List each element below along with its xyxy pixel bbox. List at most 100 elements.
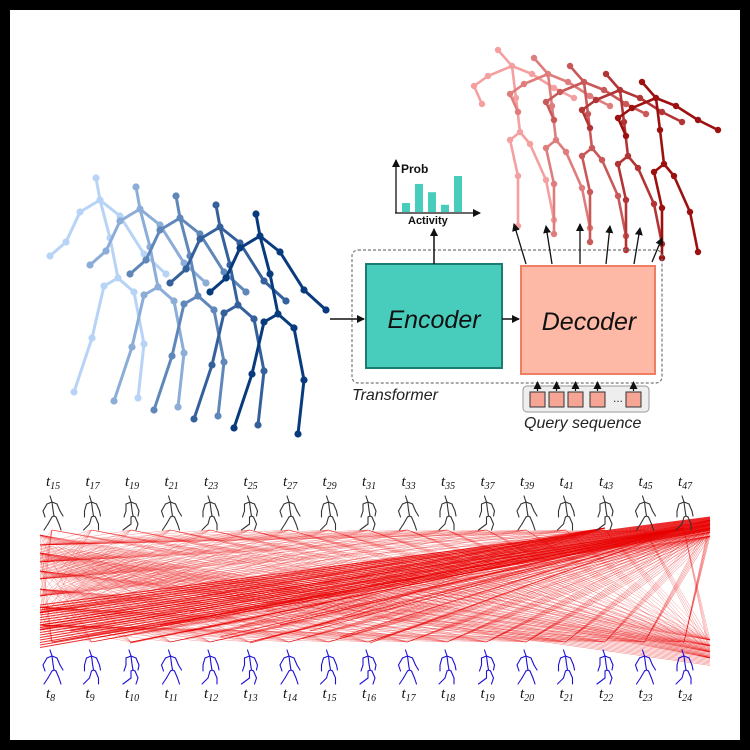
histogram-bar-4: [441, 204, 449, 212]
top-time-label-2: t17: [86, 474, 101, 492]
top-time-label-11: t35: [441, 474, 455, 492]
top-pose-14: [556, 495, 576, 531]
bottom-time-label-8: t15: [323, 686, 337, 704]
bottom-time-label-2: t9: [86, 686, 95, 704]
input-pose-1: [46, 174, 170, 402]
decoder-output-arrow-5: [633, 227, 643, 265]
bottom-pose-2: [82, 649, 102, 685]
query-ellipsis: ...: [613, 391, 623, 405]
top-pose-16: [634, 495, 657, 531]
output-pose-2: [506, 54, 614, 238]
top-pose-2: [82, 495, 102, 531]
top-pose-12: [477, 495, 496, 531]
top-time-labels: t15 t17 t19 t21 t23 t25 t27 t29 t31 t33 t35 t37 t39 t…: [46, 474, 693, 492]
prob-label: Prob: [401, 162, 428, 176]
observed-pose-row: [42, 649, 694, 685]
activity-histogram: Prob Activity: [392, 159, 481, 227]
bottom-pose-9: [359, 649, 377, 685]
top-time-label-10: t33: [402, 474, 416, 492]
top-time-label-15: t43: [599, 474, 613, 492]
input-pose-3: [126, 192, 250, 420]
input-pose-sequence: [46, 174, 330, 438]
histogram-bar-2: [415, 183, 423, 212]
top-time-label-5: t23: [204, 474, 218, 492]
top-time-label-8: t29: [323, 474, 337, 492]
bottom-pose-17: [675, 649, 694, 685]
bottom-pose-12: [477, 649, 496, 685]
bottom-pose-14: [556, 649, 576, 685]
output-pose-3: [542, 62, 650, 246]
top-time-label-7: t27: [283, 474, 298, 492]
bottom-pose-3: [122, 649, 140, 685]
bottom-time-label-4: t11: [165, 686, 178, 704]
output-pose-4: [578, 70, 686, 254]
output-pose-5: [614, 78, 722, 262]
decoder-output-arrow-6: [651, 237, 663, 263]
query-box-3: [567, 391, 584, 408]
transformer-container: [351, 249, 663, 384]
bottom-time-label-9: t16: [362, 686, 376, 704]
bottom-time-label-15: t22: [599, 686, 613, 704]
query-box-4: [589, 391, 606, 408]
bottom-time-label-10: t17: [402, 686, 417, 704]
top-pose-13: [516, 495, 538, 531]
top-pose-15: [596, 495, 614, 531]
predicted-pose-row: [42, 495, 694, 531]
bottom-time-label-5: t12: [204, 686, 218, 704]
bottom-pose-5: [201, 649, 220, 685]
bottom-pose-4: [160, 649, 183, 685]
activity-label: Activity: [408, 215, 449, 227]
top-pose-8: [319, 495, 339, 531]
bottom-pose-16: [634, 649, 657, 685]
top-time-label-12: t37: [481, 474, 496, 492]
query-sequence-label: Query sequence: [524, 415, 642, 432]
transformer-label: Transformer: [352, 387, 439, 404]
bottom-time-label-11: t18: [441, 686, 455, 704]
histogram-bar-1: [402, 203, 410, 212]
bottom-pose-8: [319, 649, 339, 685]
top-pose-3: [122, 495, 140, 531]
bottom-pose-13: [516, 649, 538, 685]
decoder-label: Decoder: [542, 308, 638, 336]
query-box-1: [529, 391, 546, 408]
top-time-label-1: t15: [46, 474, 60, 492]
top-time-label-13: t39: [520, 474, 534, 492]
top-pose-9: [359, 495, 377, 531]
top-time-label-6: t25: [244, 474, 258, 492]
decoder-output-arrow-1: [512, 223, 527, 265]
bottom-time-label-7: t14: [283, 686, 297, 704]
attention-lines: [39, 516, 711, 666]
top-pose-7: [279, 495, 301, 531]
top-time-label-17: t47: [678, 474, 693, 492]
top-time-label-4: t21: [165, 474, 179, 492]
histogram-bars: [402, 176, 462, 212]
top-pose-6: [240, 495, 259, 531]
bottom-pose-6: [240, 649, 259, 685]
input-pose-5: [206, 210, 330, 438]
histogram-bar-5: [454, 176, 462, 212]
top-time-label-3: t19: [125, 474, 139, 492]
decoder-output-arrow-2: [543, 225, 553, 265]
decoder-box: [520, 265, 656, 375]
bottom-time-label-1: t8: [46, 686, 55, 704]
query-box-2: [548, 391, 565, 408]
input-pose-4: [166, 201, 290, 429]
top-time-label-14: t41: [560, 474, 574, 492]
bottom-pose-7: [279, 649, 301, 685]
bottom-time-label-17: t24: [678, 686, 692, 704]
top-time-label-9: t31: [362, 474, 376, 492]
bottom-time-label-16: t23: [639, 686, 653, 704]
top-pose-17: [675, 495, 694, 531]
bottom-pose-15: [596, 649, 614, 685]
top-pose-5: [201, 495, 220, 531]
bottom-time-label-13: t20: [520, 686, 534, 704]
predicted-pose-sequence: [470, 46, 722, 262]
encoder-label: Encoder: [387, 306, 482, 334]
bottom-pose-10: [397, 649, 420, 685]
bottom-pose-1: [42, 649, 64, 685]
bottom-time-label-6: t13: [244, 686, 258, 704]
query-sequence-boxes: [529, 381, 642, 408]
histogram-bar-3: [428, 192, 436, 212]
decoder-output-arrows: [512, 223, 663, 265]
